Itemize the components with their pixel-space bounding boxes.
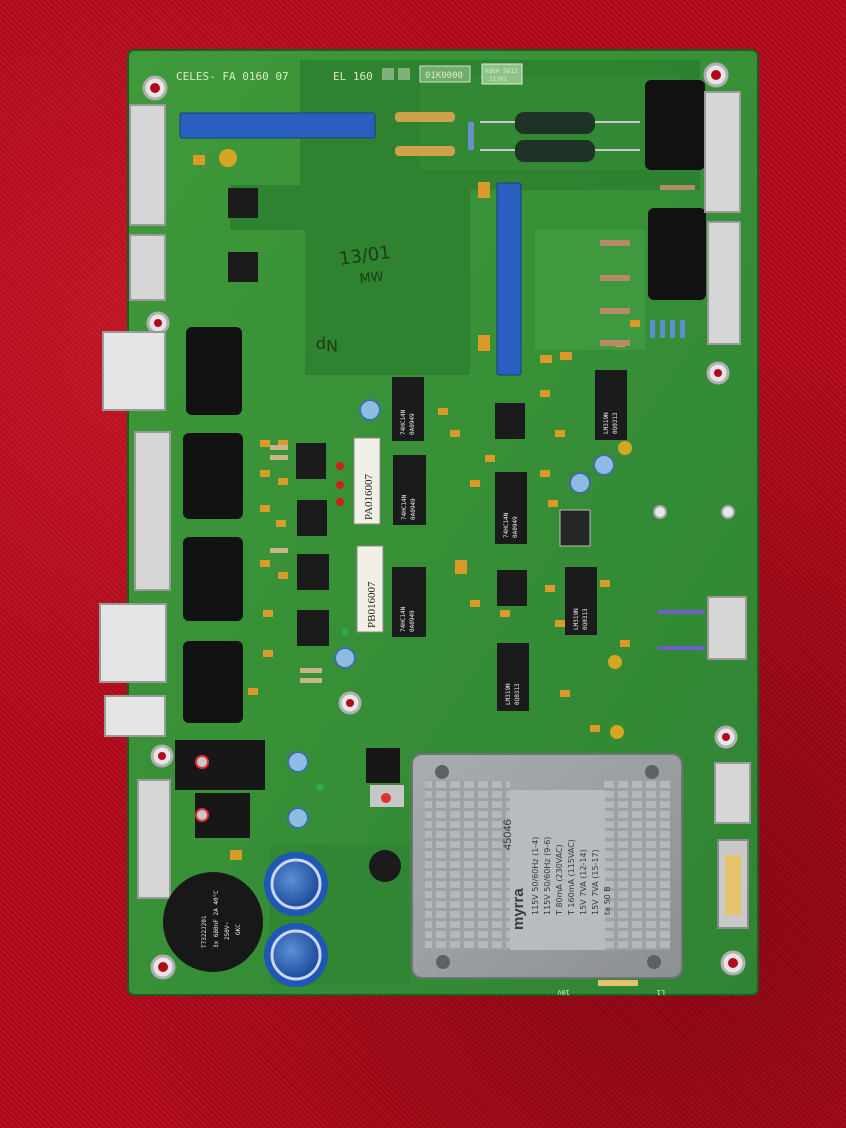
svg-text:0A0949: 0A0949 [409, 610, 416, 632]
jumper-wires [658, 610, 705, 650]
pa-label: PA016007 [353, 437, 381, 525]
dip-chips: 74HC14N 0A0949 74HC14N 0A0949 74HC14N 0A… [228, 188, 627, 711]
pb-label-text: PB016007 [366, 581, 378, 628]
pb-label: PB016007 [356, 545, 384, 633]
connectors-right [704, 91, 751, 824]
transformer-brand: myrra [510, 888, 527, 930]
svg-text:0A0949: 0A0949 [409, 413, 416, 435]
bottom-silk-left: 10V [557, 988, 570, 996]
axial-resistors [270, 122, 695, 683]
svg-text:LM319N: LM319N [603, 412, 610, 434]
svg-text:LM319N: LM319N [573, 608, 580, 630]
transformer: myrra 45046 115V 50/60Hz (1-4) 115V 50/6… [411, 753, 683, 979]
svg-text:0A0949: 0A0949 [512, 516, 519, 538]
svg-text:74HC14N: 74HC14N [400, 409, 407, 435]
chip-u3: 74HC14N 0A0949 [392, 567, 426, 637]
svg-text:74HC14N: 74HC14N [401, 494, 408, 520]
svg-text:74HC14N: 74HC14N [400, 606, 407, 632]
small-capacitors [219, 149, 632, 882]
svg-text:0A0949: 0A0949 [410, 498, 417, 520]
leds [316, 462, 349, 791]
smd-components [193, 155, 640, 860]
silkscreen-header: CELES- FA 0160 07 EL 160 01K0000 KUEH 58… [176, 63, 523, 85]
chip-u6: LM319N 0Q0313 [565, 567, 597, 635]
chip-u1: 74HC14N 0A0949 [392, 377, 424, 441]
transformer-model: 45046 [502, 819, 514, 850]
relays [183, 80, 706, 723]
transformer-spec-6: 15V 7VA (15-17) [591, 849, 600, 915]
regulators [175, 740, 404, 838]
transformer-spec-2: 115V 50/60Hz (9-6) [543, 837, 552, 915]
cap-block-line-4: GKC [235, 924, 242, 935]
sticker-line-1: KUEH 5812 [485, 68, 518, 75]
pa-label-text: PA016007 [363, 473, 375, 520]
mounting-holes [142, 62, 746, 980]
connectors-left [99, 104, 171, 899]
chip-u2: 74HC14N 0A0949 [393, 455, 426, 525]
svg-text:LM319N: LM319N [505, 683, 512, 705]
fuse-holder [717, 839, 749, 929]
capacitor-block: T7322J201 3x 680nF 2A 40°C 250V~ GKC [163, 872, 263, 972]
transformer-spec-5: 15V 7VA (12-14) [579, 849, 588, 915]
chip-u4: 74HC14N 0A0949 [495, 472, 527, 544]
transformer-spec-7: ta 50 B [603, 886, 612, 915]
transformer-spec-4: T 160mA (115VAC) [567, 839, 576, 916]
sticker-line-2: 11/01 [489, 76, 507, 83]
electrolytic-capacitors [264, 852, 328, 987]
cap-block-line-3: 250V~ [224, 922, 231, 940]
cap-block-line-1: T7322J201 [201, 915, 208, 948]
silkscreen-el: EL 160 [333, 70, 373, 83]
svg-text:74HC14N: 74HC14N [503, 512, 510, 538]
chip-u5: LM319N 0Q0313 [595, 370, 627, 440]
bottom-silkscreen: 10V L1 [557, 980, 665, 996]
svg-text:0Q0313: 0Q0313 [514, 683, 521, 705]
cap-block-line-2: 3x 680nF 2A 40°C [213, 890, 220, 948]
svg-text:0Q0313: 0Q0313 [582, 608, 589, 630]
svg-text:0Q0313: 0Q0313 [612, 412, 619, 434]
handwritten-initials: MW [359, 270, 385, 287]
blue-bars [179, 112, 522, 376]
transformer-spec-1: 115V 50/60Hz (1-4) [531, 837, 540, 915]
chip-u7: LM319N 0Q0313 [497, 643, 529, 711]
power-resistors [395, 112, 640, 162]
bottom-silk-right: L1 [657, 988, 665, 996]
board-id-label: 01K0000 [425, 71, 463, 81]
mirror-mark: Np [316, 336, 338, 355]
silkscreen-part-number: CELES- FA 0160 07 [176, 70, 289, 83]
transformer-spec-3: T 80mA (230VAC) [555, 844, 564, 916]
